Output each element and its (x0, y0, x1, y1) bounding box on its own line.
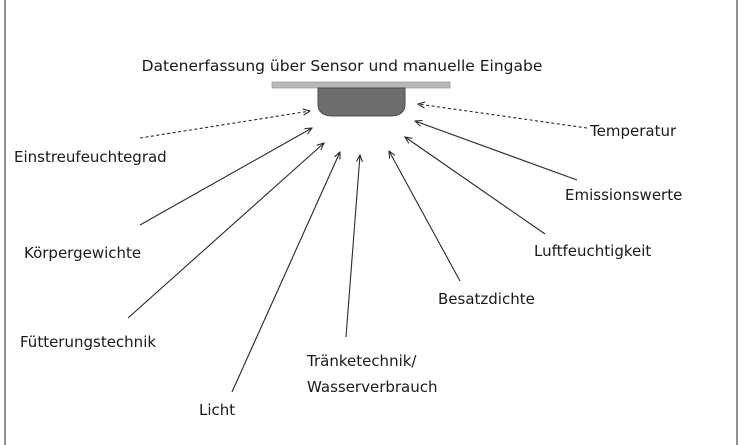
arrow-emissionswerte (415, 121, 578, 181)
diagram-title: Datenerfassung über Sensor und manuelle … (142, 57, 543, 75)
arrow-temperatur (418, 104, 588, 129)
sensor-plate (271, 81, 451, 89)
label-fuetterungstechnik: Fütterungstechnik (20, 333, 156, 351)
arrow-fuetterungstechnik (127, 143, 324, 319)
arrow-einstreufeuchtegrad (139, 111, 310, 139)
arrow-koerpergewichte (139, 128, 312, 226)
arrow-besatzdichte (389, 151, 461, 282)
label-traenketechnik-line2: Wasserverbrauch (307, 378, 438, 396)
arrow-traenketechnik (345, 155, 360, 338)
label-koerpergewichte: Körpergewichte (24, 244, 141, 262)
label-temperatur: Temperatur (589, 122, 677, 140)
label-traenketechnik-line1: Tränketechnik/ (306, 352, 417, 370)
label-einstreufeuchtegrad: Einstreufeuchtegrad (14, 148, 167, 166)
label-luftfeuchtigkeit: Luftfeuchtigkeit (534, 242, 651, 260)
sensor-body (317, 87, 406, 117)
arrow-luftfeuchtigkeit (405, 137, 546, 235)
label-licht: Licht (199, 401, 235, 419)
label-besatzdichte: Besatzdichte (438, 290, 535, 308)
label-emissionswerte: Emissionswerte (565, 186, 682, 204)
arrow-licht (231, 152, 340, 393)
